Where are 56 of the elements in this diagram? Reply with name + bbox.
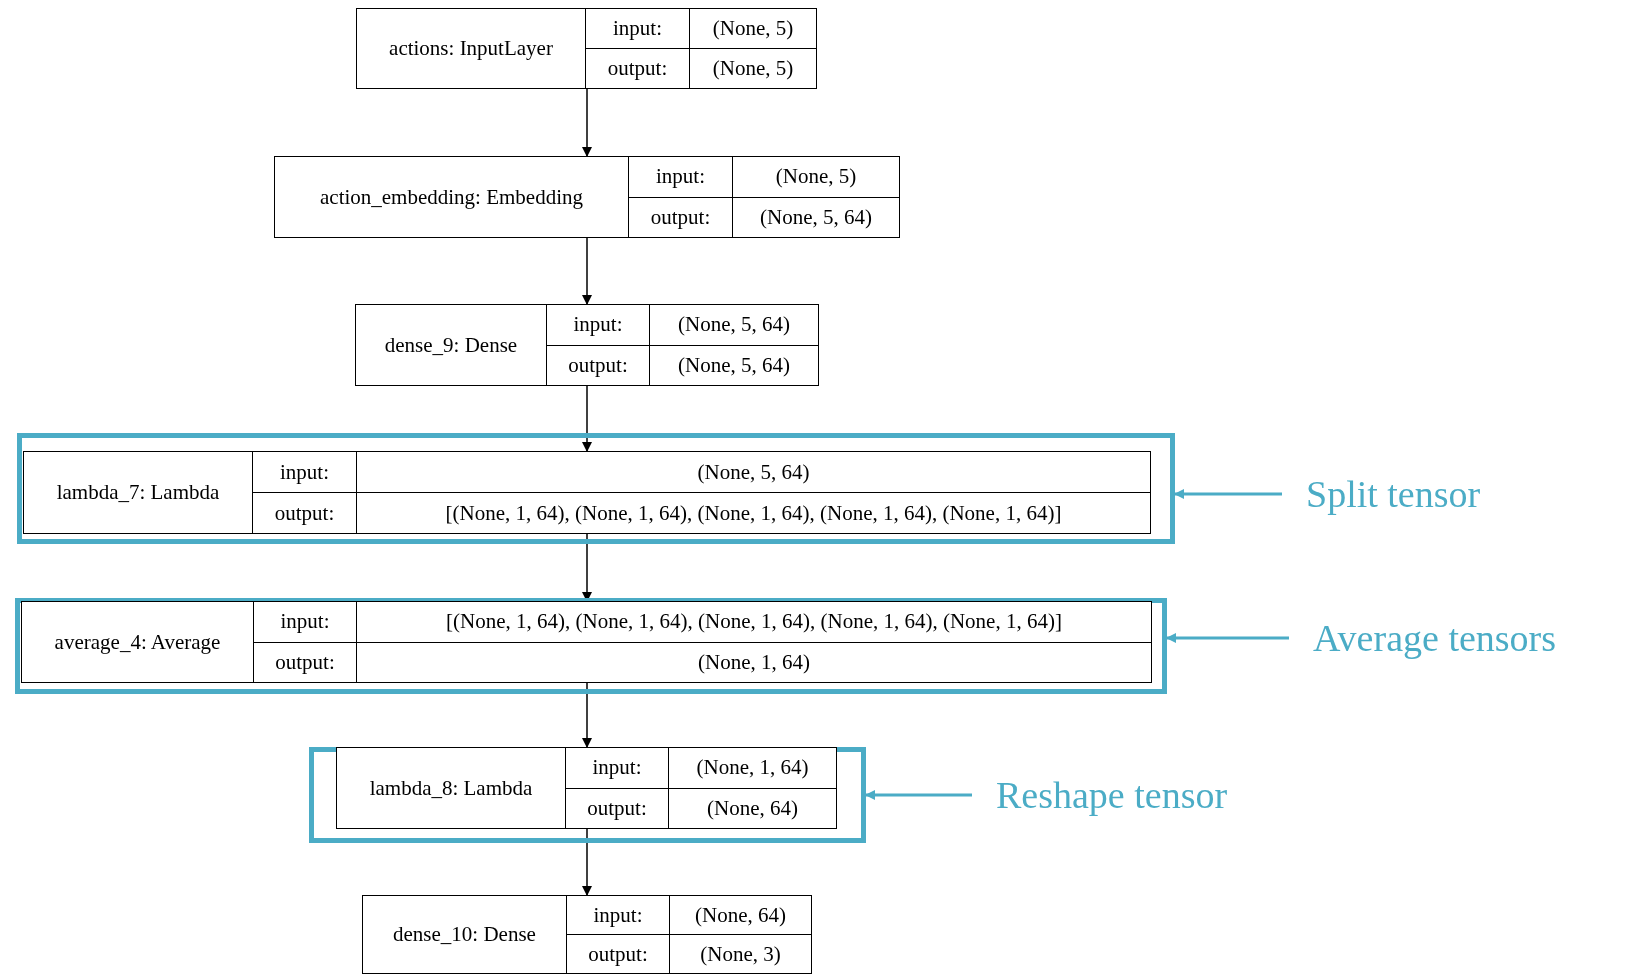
field-label: output: (254, 642, 356, 682)
layer-box (21, 601, 1152, 683)
layer-box (23, 451, 1151, 534)
layer-name: action_embedding: Embedding (275, 157, 628, 237)
flow-arrow (582, 682, 592, 748)
layer-box (355, 304, 819, 386)
layer-name: actions: InputLayer (357, 9, 585, 88)
shape-value: [(None, 1, 64), (None, 1, 64), (None, 1, 64), (None, 1, 64), (None, 1, 64)] (357, 602, 1151, 642)
field-label: output: (253, 493, 356, 533)
shape-value: (None, 3) (670, 935, 811, 973)
shape-value: (None, 5, 64) (650, 305, 818, 345)
field-label: output: (566, 788, 668, 828)
layer-box (336, 747, 837, 829)
annotation-text: Average tensors (1289, 612, 1625, 664)
field-label: input: (254, 602, 356, 642)
shape-value: (None, 64) (669, 788, 836, 828)
field-label: input: (629, 157, 732, 197)
annotation-text: Reshape tensor (972, 769, 1302, 821)
field-label: input: (253, 452, 356, 492)
layer-name: dense_10: Dense (363, 896, 566, 973)
highlight-frame (15, 598, 1167, 694)
shape-value: (None, 5, 64) (357, 452, 1150, 492)
shape-value: (None, 5, 64) (733, 197, 899, 237)
shape-value: (None, 5) (690, 9, 816, 48)
field-label: output: (547, 345, 649, 385)
field-label: output: (586, 49, 689, 88)
shape-value: (None, 5, 64) (650, 345, 818, 385)
pointer-arrow (1174, 489, 1282, 499)
field-label: input: (566, 748, 668, 788)
flow-arrow (582, 237, 592, 305)
shape-value: [(None, 1, 64), (None, 1, 64), (None, 1, 64), (None, 1, 64), (None, 1, 64)] (357, 493, 1150, 533)
field-label: output: (567, 935, 669, 973)
shape-value: (None, 1, 64) (669, 748, 836, 788)
field-label: input: (547, 305, 649, 345)
layer-name: average_4: Average (22, 602, 253, 682)
shape-value: (None, 1, 64) (357, 642, 1151, 682)
shape-value: (None, 5) (690, 49, 816, 88)
shape-value: (None, 5) (733, 157, 899, 197)
layer-box (356, 8, 817, 89)
layer-name: dense_9: Dense (356, 305, 546, 385)
annotation-text: Split tensor (1282, 468, 1582, 520)
layer-name: lambda_8: Lambda (337, 748, 565, 828)
field-label: input: (567, 896, 669, 934)
highlight-frame (309, 747, 866, 843)
layer-name: lambda_7: Lambda (24, 452, 252, 533)
field-label: input: (586, 9, 689, 48)
pointer-arrow (865, 790, 972, 800)
field-label: output: (629, 197, 732, 237)
shape-value: (None, 64) (670, 896, 811, 934)
flow-arrow (582, 385, 592, 452)
flow-arrow (582, 88, 592, 157)
highlight-frame (17, 433, 1175, 544)
flow-arrow (582, 828, 592, 896)
layer-box (274, 156, 900, 238)
pointer-arrow (1166, 633, 1289, 643)
layer-box (362, 895, 812, 974)
